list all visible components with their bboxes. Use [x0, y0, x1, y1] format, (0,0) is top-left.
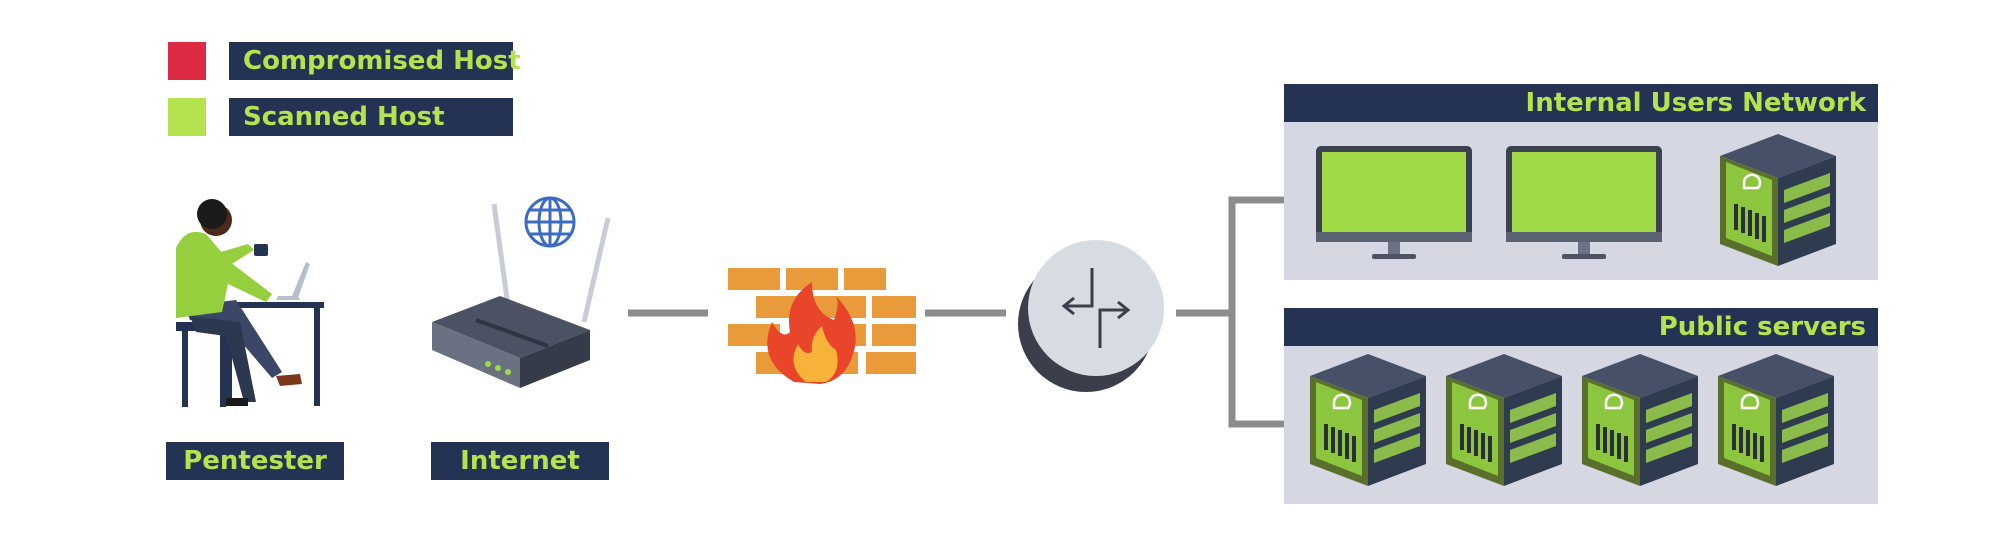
internal-network-title: Internal Users Network [1284, 84, 1878, 122]
pentester-label: Pentester [166, 442, 344, 480]
legend-scanned-swatch [168, 98, 206, 136]
connection-lines [628, 196, 1284, 428]
internet-label: Internet [431, 442, 609, 480]
legend-compromised-label: Compromised Host [229, 42, 521, 80]
legend-compromised-swatch [168, 42, 206, 80]
monitor-icon [1506, 146, 1662, 259]
server-icon [1308, 352, 1428, 488]
firewall-icon [728, 268, 916, 384]
legend-scanned-label: Scanned Host [229, 98, 513, 136]
monitor-icon [1316, 146, 1472, 259]
server-icon [1718, 132, 1838, 268]
server-icon [1444, 352, 1564, 488]
globe-icon [524, 196, 576, 248]
person-laptop-icon [176, 199, 324, 407]
router-icon [432, 203, 611, 388]
public-servers-title: Public servers [1284, 308, 1878, 346]
network-router-icon [1018, 240, 1164, 392]
server-icon [1716, 352, 1836, 488]
server-icon [1580, 352, 1700, 488]
